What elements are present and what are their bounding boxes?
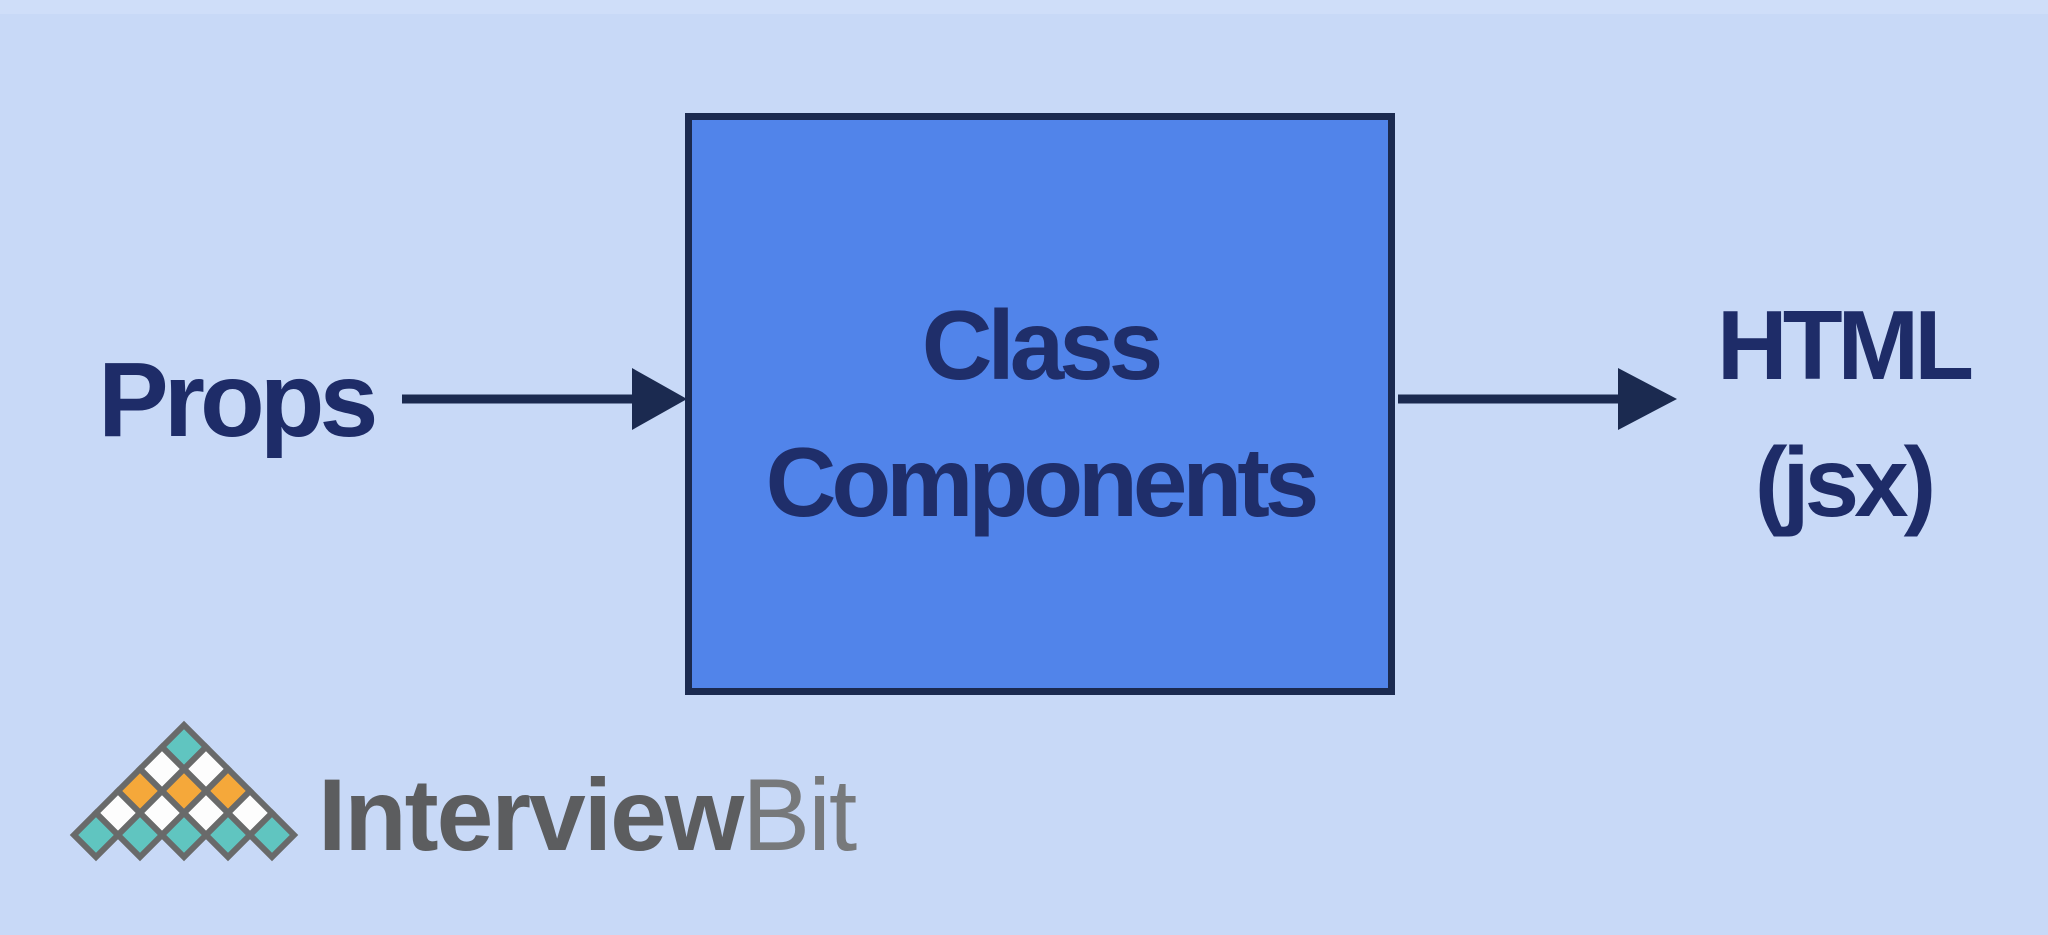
- pyramid-diamond-orange: [113, 764, 167, 818]
- html-label-line1: HTML: [1716, 290, 1974, 400]
- pyramid-diamond-white: [91, 786, 145, 840]
- pyramid-diamond-teal: [157, 808, 211, 862]
- pyramid-diamond-white: [179, 786, 233, 840]
- interviewbit-wordmark: InterviewBit: [318, 764, 857, 866]
- arrow-box-to-html-icon: [1398, 368, 1677, 430]
- pyramid-diamond-teal: [69, 808, 123, 862]
- props-label: Props: [98, 341, 378, 459]
- pyramid-diamond-white: [179, 742, 233, 796]
- pyramid-diamond-orange: [201, 764, 255, 818]
- pyramid-diamond-white: [223, 786, 277, 840]
- pyramid-diamond-orange: [157, 764, 211, 818]
- html-jsx-label: HTML (jsx): [1643, 277, 2043, 551]
- pyramid-diamond-teal: [113, 808, 167, 862]
- class-box-line1: Class: [921, 290, 1164, 400]
- interviewbit-pyramid-logo-icon: [69, 720, 299, 862]
- wordmark-interview: Interview: [318, 758, 744, 872]
- class-box-line2: Components: [765, 427, 1320, 538]
- pyramid-diamond-white: [135, 786, 189, 840]
- pyramid-diamond-teal: [245, 808, 299, 862]
- html-label-line2: (jsx): [1754, 427, 1937, 538]
- pyramid-diamond-teal: [201, 808, 255, 862]
- class-components-box: Class Components: [685, 113, 1395, 695]
- arrow-props-to-box-icon: [402, 368, 687, 430]
- wordmark-bit: Bit: [742, 758, 857, 872]
- pyramid-diamond-white: [135, 742, 189, 796]
- pyramid-diamond-teal: [157, 720, 211, 774]
